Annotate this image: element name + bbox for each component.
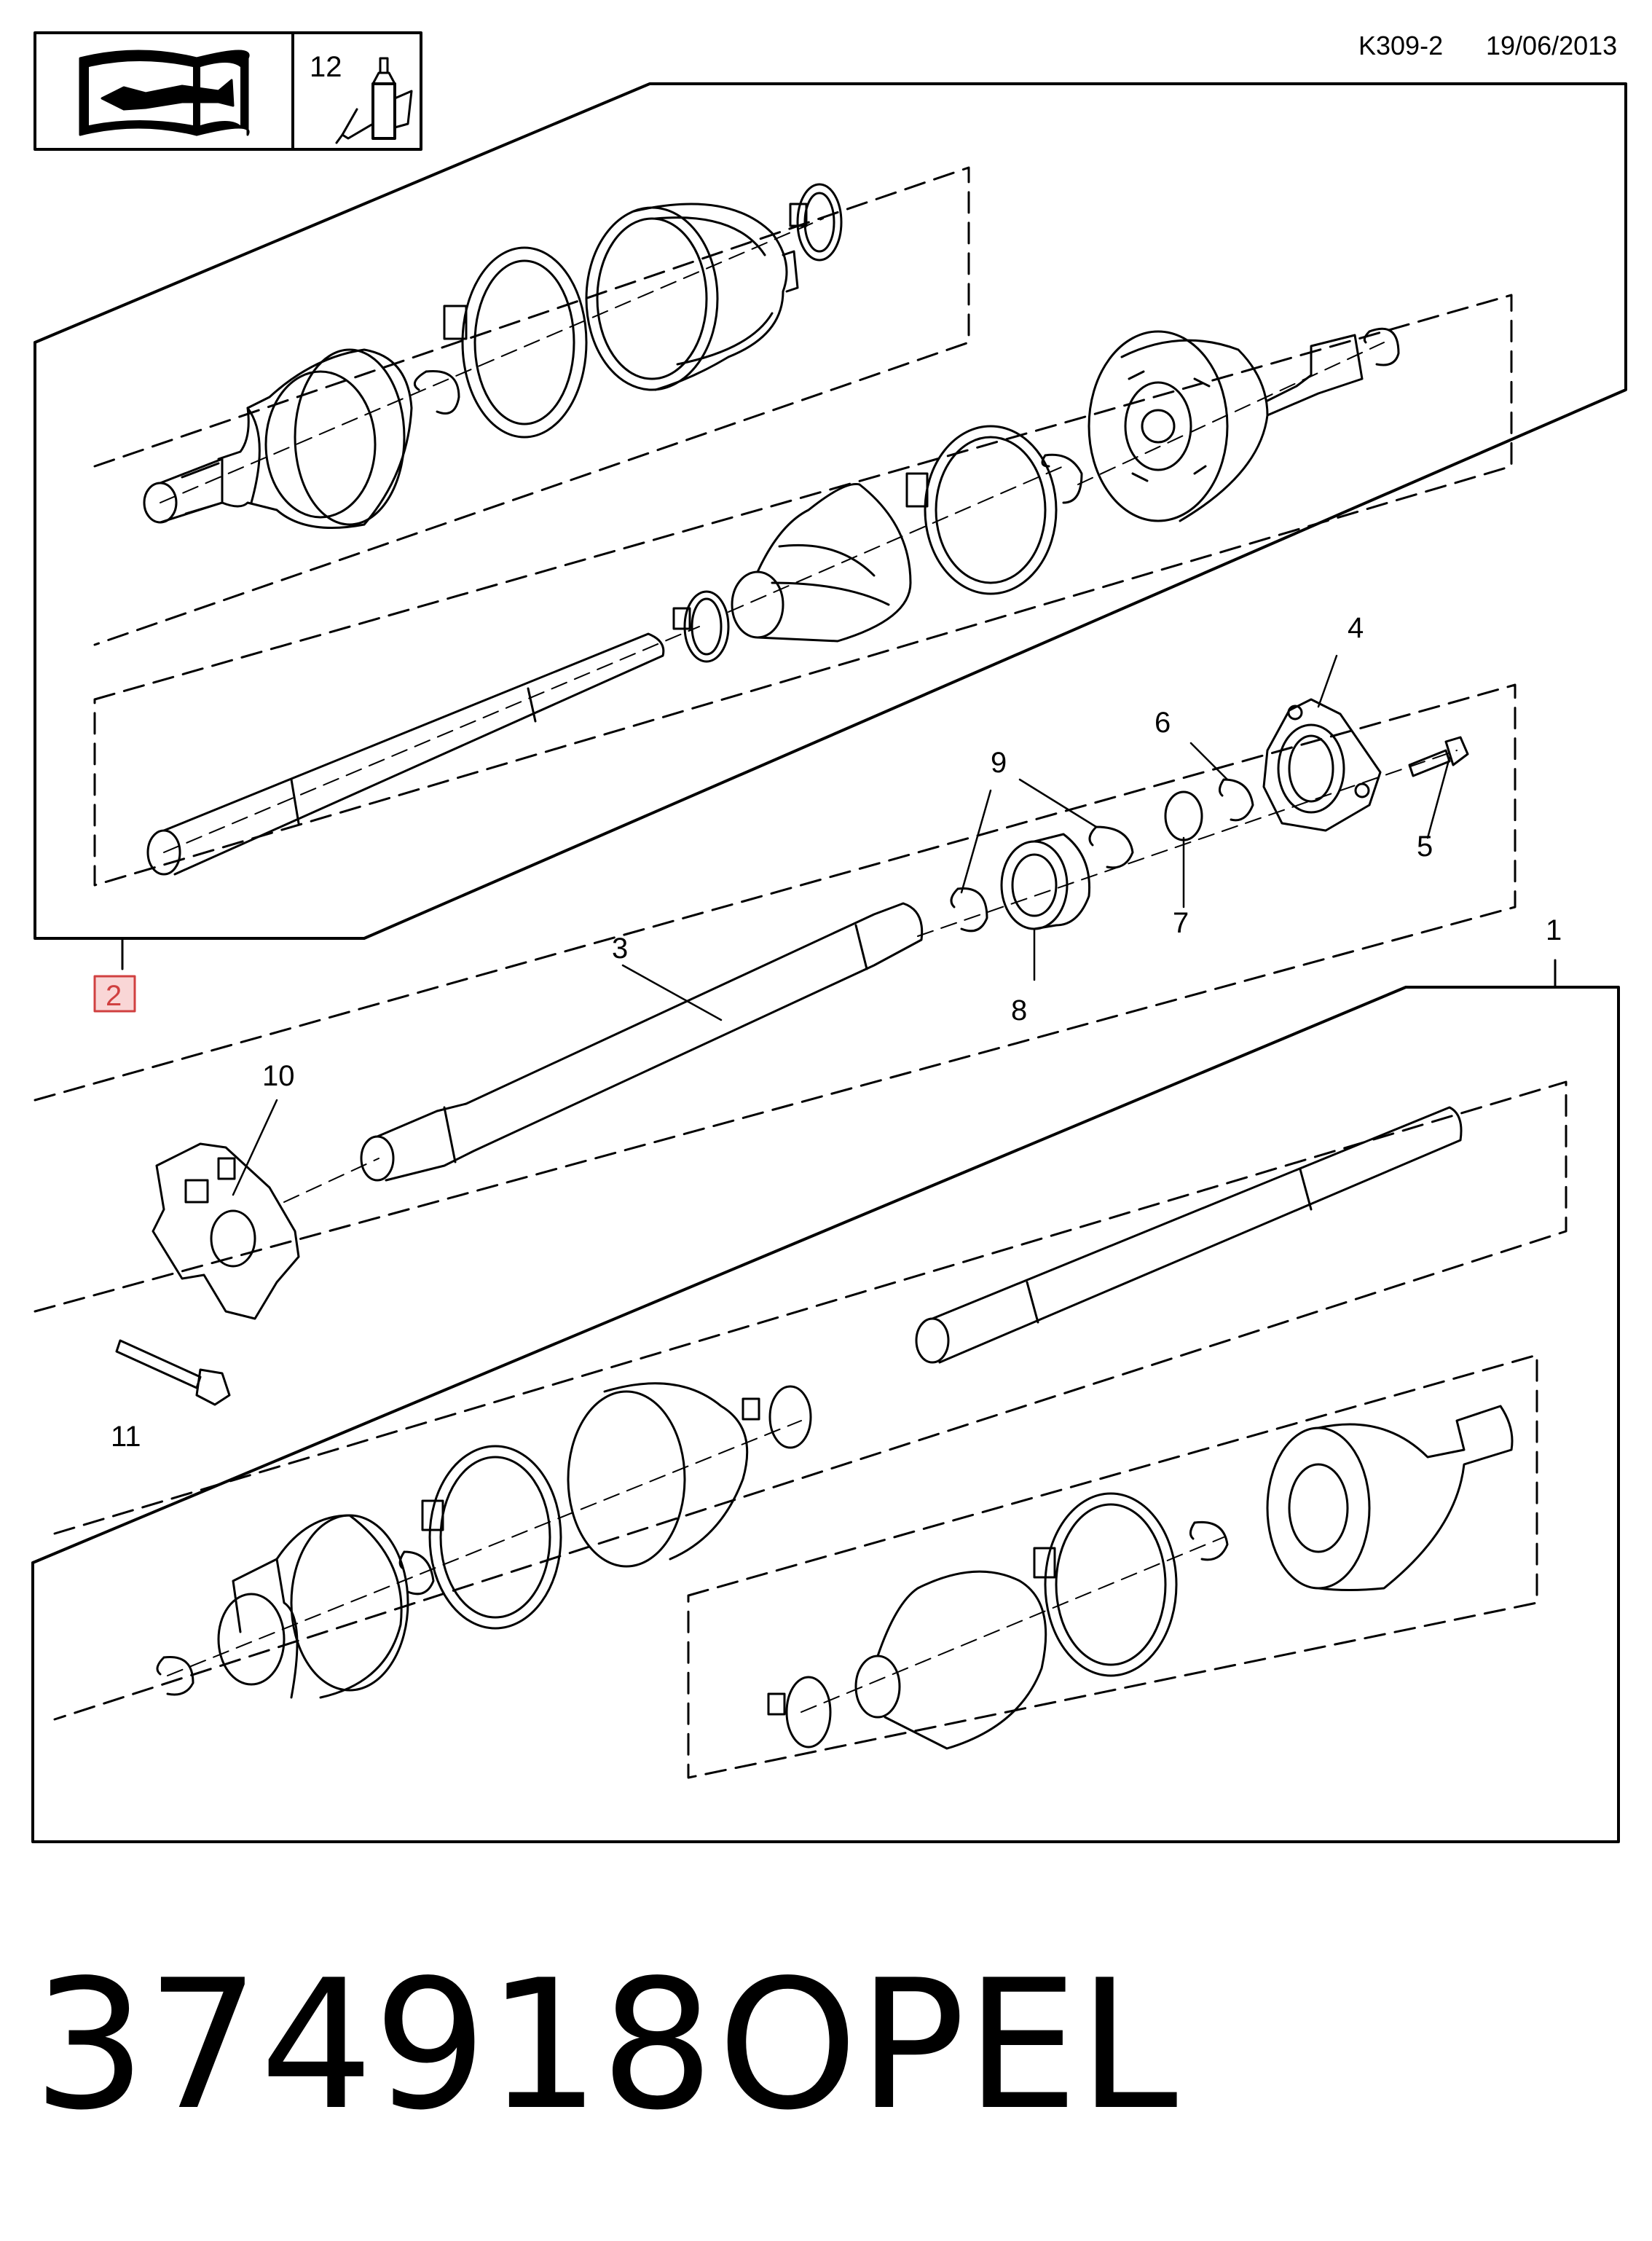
callout-9: 9 xyxy=(991,747,1007,779)
inner-cv-joint-lower xyxy=(1266,1405,1514,1591)
diagram-code: K309-2 xyxy=(1358,31,1443,60)
circlip-6 xyxy=(1219,778,1254,822)
boot-clamp-small-2 xyxy=(672,590,730,663)
circlip-a xyxy=(413,369,460,415)
callout-8: 8 xyxy=(1011,994,1027,1027)
cv-boot-upper xyxy=(585,203,799,391)
axis-lines-middle xyxy=(283,750,1458,1203)
bolt-11 xyxy=(115,1339,231,1406)
circlip-e xyxy=(156,1655,194,1696)
cv-boot-lower xyxy=(731,482,912,643)
callout-leaders xyxy=(232,654,1557,1196)
cv-boot-lower-right xyxy=(854,1570,1047,1750)
diagram-date: 19/06/2013 xyxy=(1486,31,1617,60)
callout-1: 1 xyxy=(1546,914,1562,946)
cv-boot-lower-left xyxy=(567,1382,749,1568)
axis-lines-lower xyxy=(167,1420,1224,1713)
boot-clamp-large-3 xyxy=(421,1445,562,1630)
callout-2: 2 xyxy=(106,980,122,1012)
boot-clamp-small xyxy=(789,183,843,262)
callout-2-highlight xyxy=(93,975,136,1013)
circlip-b xyxy=(1363,327,1400,366)
upper-assembly-box xyxy=(34,82,1627,970)
lower-assembly-box xyxy=(31,959,1620,1843)
callout-3: 3 xyxy=(612,933,628,965)
mount-bracket-10 xyxy=(152,1142,300,1320)
callout-11: 11 xyxy=(111,1421,141,1453)
part-number: 374918 xyxy=(33,1942,715,2149)
callout-10: 10 xyxy=(262,1060,295,1092)
drive-shaft-upper xyxy=(146,632,665,876)
callout-6: 6 xyxy=(1155,707,1171,739)
lubricant-tube-icon xyxy=(335,57,413,144)
boot-clamp-small-3 xyxy=(742,1385,812,1449)
circlip-9a xyxy=(950,887,988,933)
bearing-bracket-4 xyxy=(1262,698,1382,832)
callout-7: 7 xyxy=(1173,907,1189,939)
bearing-8 xyxy=(1000,833,1091,930)
outer-cv-joint-lower xyxy=(217,1514,409,1699)
seal-ring-7 xyxy=(1164,790,1203,841)
circlip-9b xyxy=(1088,825,1134,869)
drive-shaft-lower xyxy=(915,1106,1463,1364)
workshop-manual-icon xyxy=(79,50,250,136)
inner-cv-joint xyxy=(1087,330,1364,522)
dashed-group-outlines xyxy=(34,166,1568,1779)
brand-name: OPEL xyxy=(717,1942,1178,2149)
legend-box xyxy=(34,31,422,151)
boot-clamp-large-4 xyxy=(1033,1492,1178,1677)
boot-clamp-small-4 xyxy=(767,1676,832,1749)
bolt-5 xyxy=(1408,736,1469,777)
callout-5: 5 xyxy=(1417,831,1433,863)
outer-cv-joint xyxy=(143,348,413,529)
intermediate-shaft xyxy=(360,902,924,1182)
legend-quantity: 12 xyxy=(310,51,342,83)
axis-lines-upper xyxy=(160,218,1385,853)
boot-clamp-large-2 xyxy=(905,425,1058,595)
circlip-f xyxy=(1189,1520,1229,1561)
callout-4: 4 xyxy=(1348,612,1364,644)
boot-clamp-large xyxy=(443,246,588,439)
circlip-c xyxy=(1041,453,1083,504)
